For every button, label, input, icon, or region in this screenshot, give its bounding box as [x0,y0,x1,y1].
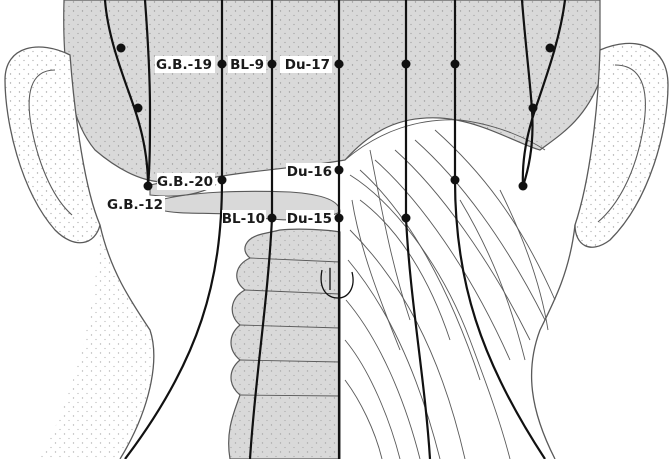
neck-left-stipple [40,225,154,459]
point-marker-left-top [117,44,126,53]
label-gb12: G.B.-12 [107,197,163,213]
point-marker-right-bl10 [402,214,411,223]
label-gb19: G.B.-19 [156,57,212,73]
point-marker-right-bl9 [402,60,411,69]
label-du17: Du-17 [285,57,330,73]
point-bl9-marker [268,60,277,69]
occipital-stipple [64,0,600,183]
point-gb12-marker [144,182,153,191]
point-du17-marker [335,60,344,69]
label-du16: Du-16 [287,164,332,180]
point-marker-left-mid [134,104,143,113]
label-gb20: G.B.-20 [157,174,213,190]
point-du15-marker [335,214,344,223]
neck-outline-right [532,225,575,459]
point-marker-right-gb19 [451,60,460,69]
label-du15: Du-15 [287,211,332,227]
point-marker-right-gb12 [519,182,528,191]
label-bl10: BL-10 [222,211,265,227]
cervical-spine-stipple [229,229,340,459]
point-bl10-marker [268,214,277,223]
point-gb19-marker [218,60,227,69]
point-gb20-marker [218,176,227,185]
label-bl9: BL-9 [230,57,264,73]
point-marker-right-mid [529,104,538,113]
point-marker-right-gb20 [451,176,460,185]
point-marker-right-top [546,44,555,53]
point-du16-marker [335,166,344,175]
